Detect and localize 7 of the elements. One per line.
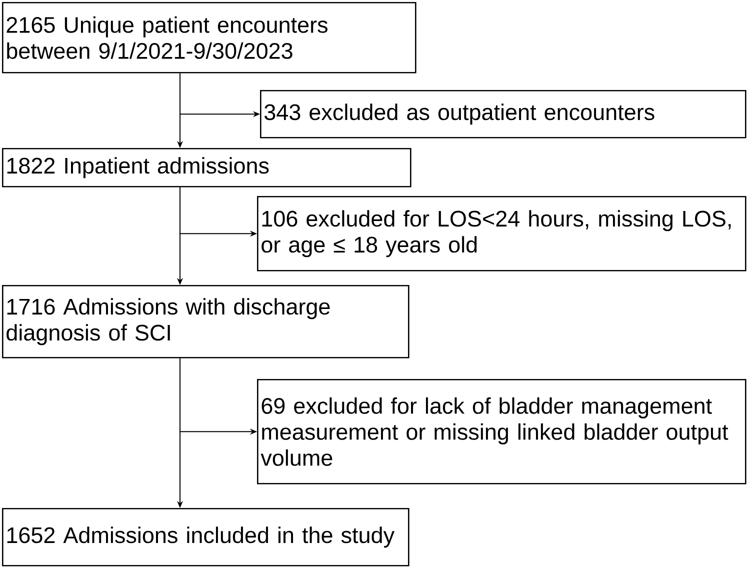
exclusion-box: 343 excluded as outpatient encounters	[260, 90, 746, 138]
exclusion-box: 69 excluded for lack of bladder management measurement or missing linked bladder output volume	[257, 379, 746, 484]
exclusion-box: 106 excluded for LOS<24 hours, missing LOS, or age ≤ 18 years old	[257, 196, 746, 272]
process-box: 1822 Inpatient admissions	[2, 148, 412, 188]
process-box: 2165 Unique patient encounters between 9/1/2021-9/30/2023	[2, 2, 416, 74]
process-box: 1716 Admissions with discharge diagnosis of SCI	[2, 285, 410, 358]
process-box: 1652 Admissions included in the study	[2, 508, 410, 566]
